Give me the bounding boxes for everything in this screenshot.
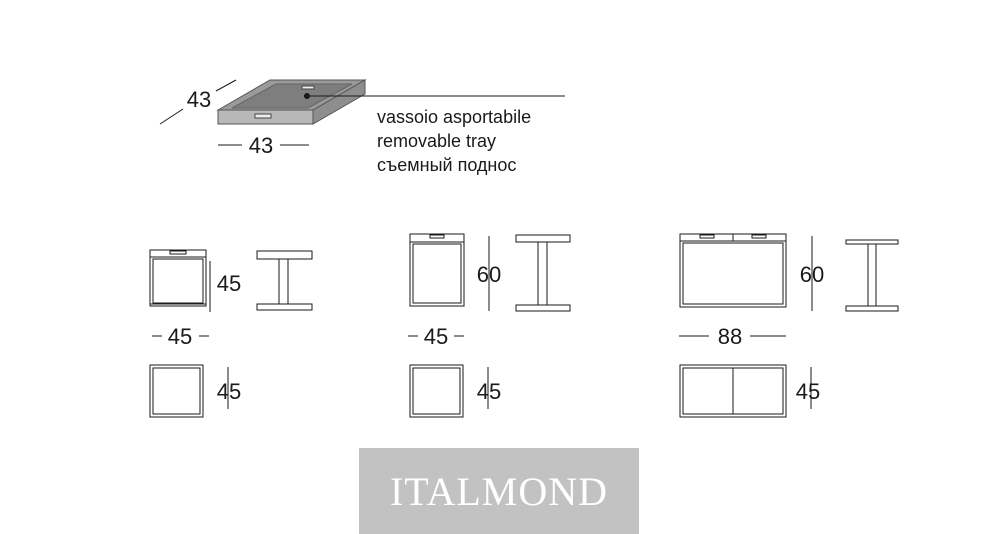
- small-table-side-view: [256, 250, 313, 311]
- medium-height-dim: 60: [477, 262, 501, 287]
- medium-table-front-view: [409, 233, 465, 307]
- medium-depth-dim: 45: [477, 379, 501, 404]
- tray-width-dim: 43: [249, 133, 273, 158]
- large-table-top-view: [679, 364, 787, 418]
- tray-label: vassoio asportabile removable tray съемн…: [377, 105, 531, 177]
- watermark: ITALMOND: [359, 448, 639, 534]
- tray-label-italian: vassoio asportabile: [377, 107, 532, 127]
- small-depth-dim: 45: [217, 379, 241, 404]
- tray-label-russian: съемный поднос: [377, 155, 517, 175]
- large-table-side-view: [845, 239, 899, 312]
- large-table-front-view: [679, 233, 787, 308]
- large-depth-dim: 45: [796, 379, 820, 404]
- small-table-top-view: [149, 364, 204, 418]
- medium-width-dim: 45: [424, 324, 448, 349]
- medium-table-top-view: [409, 364, 464, 418]
- small-width-dim: 45: [168, 324, 192, 349]
- medium-table-side-view: [515, 234, 571, 312]
- large-height-dim: 60: [800, 262, 824, 287]
- large-width-dim: 88: [718, 324, 742, 349]
- tray-label-english: removable tray: [377, 131, 497, 151]
- tray-depth-dim: 43: [187, 87, 211, 112]
- watermark-text: ITALMOND: [389, 468, 609, 514]
- tray-drawing: [159, 79, 565, 146]
- small-height-dim: 45: [217, 271, 241, 296]
- small-table-front-view: [149, 249, 207, 307]
